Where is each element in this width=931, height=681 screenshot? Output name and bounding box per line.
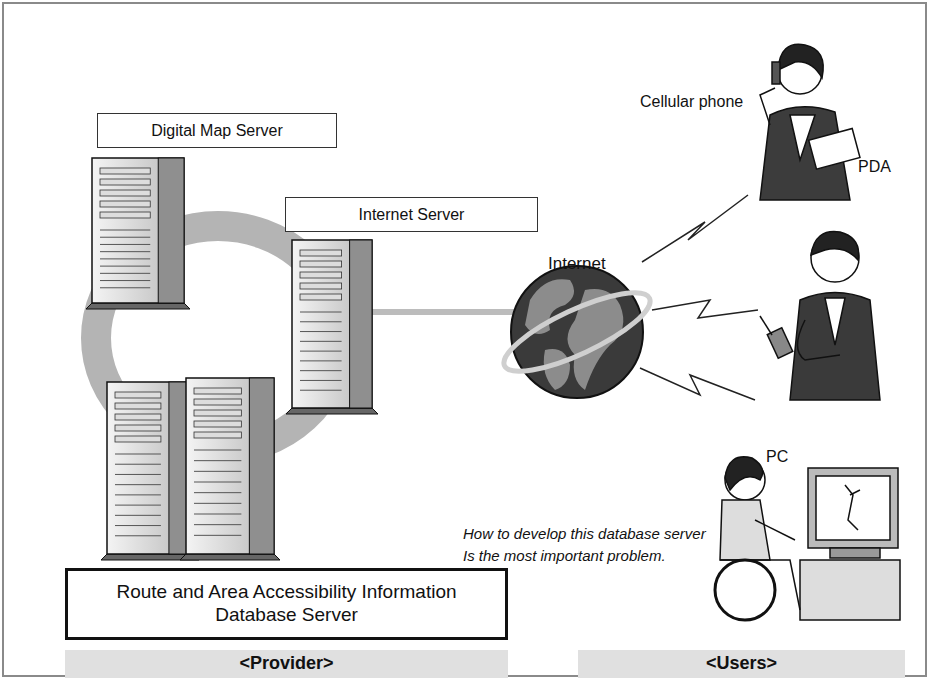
woman-phone-figure — [760, 44, 860, 200]
internet-globe — [495, 266, 659, 398]
node-text: Route and Area Accessibility Information… — [80, 581, 493, 627]
label-box: Digital Map Server — [97, 113, 337, 148]
label-box: Internet Server — [285, 197, 538, 232]
section-band: <Users> — [578, 650, 905, 678]
node-text: Digital Map Server — [151, 121, 283, 140]
network-line — [370, 309, 515, 315]
server-tower — [180, 378, 280, 560]
man-pda-figure — [760, 231, 880, 400]
device-label: Cellular phone — [640, 90, 743, 113]
section-band: <Provider> — [65, 650, 508, 678]
device-label: Internet — [548, 252, 606, 277]
node-text: <Provider> — [239, 653, 333, 675]
node-text: Internet Server — [359, 205, 465, 224]
node-text: <Users> — [706, 653, 777, 675]
device-label: PDA — [858, 155, 891, 178]
device-label: PC — [766, 445, 788, 468]
server-tower — [101, 382, 199, 560]
note-text: How to develop this database server Is t… — [463, 523, 713, 567]
label-box: Route and Area Accessibility Information… — [65, 568, 508, 640]
server-tower — [86, 158, 190, 309]
pc-user-figure — [715, 457, 900, 620]
wireless-signal — [640, 195, 758, 400]
server-tower — [286, 240, 378, 414]
